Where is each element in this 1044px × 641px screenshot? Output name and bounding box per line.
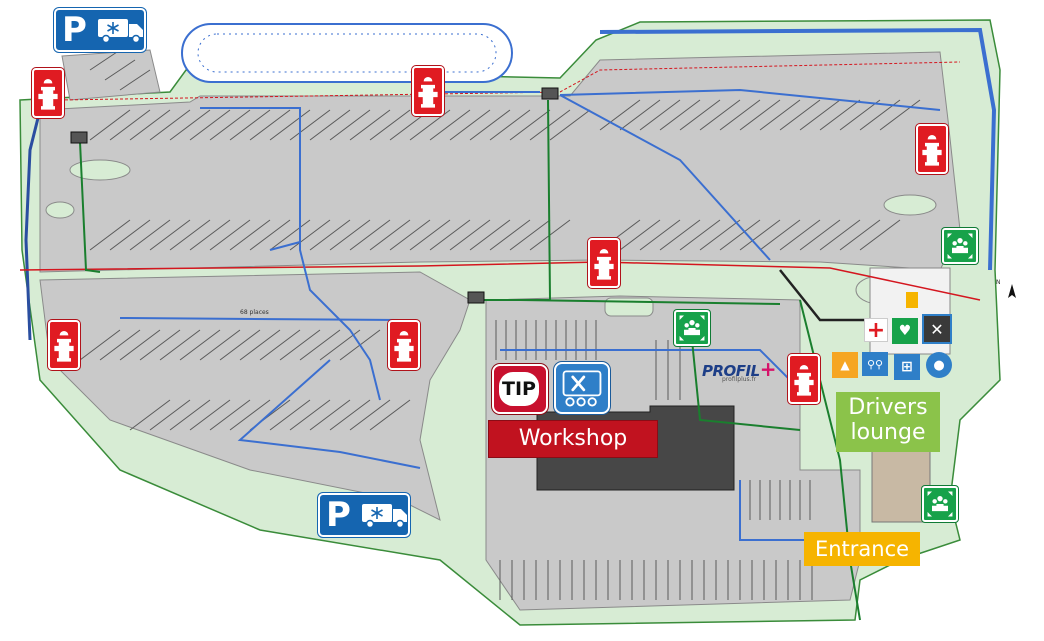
restaurant-icon: ✕ — [922, 314, 952, 344]
assembly-point-icon — [942, 228, 978, 264]
oval-parking-area — [181, 23, 513, 83]
security-lock-icon: ● — [926, 352, 952, 378]
transformer-boxes — [70, 87, 559, 304]
refrigerated-truck-icon — [98, 19, 143, 43]
profil-plus-logo: PROFIL+ profilplus.fr — [702, 357, 776, 387]
defibrillator-icon: ♥ — [892, 318, 918, 344]
entrance-label: Entrance — [804, 532, 920, 566]
fire-hydrant-icon — [412, 66, 444, 116]
fire-hydrant-icon — [32, 68, 64, 118]
shower-icon: ▲ — [832, 352, 858, 378]
workshop-label: Workshop — [488, 420, 658, 458]
top-left-parking-lot — [61, 49, 161, 101]
fire-hydrant-icon — [588, 238, 620, 288]
profil-logo-text: PROFIL — [702, 362, 760, 380]
perimeter-fence — [599, 27, 997, 271]
tip-logo: TIP — [492, 364, 548, 414]
parking-capacity-label: 68 places — [240, 309, 269, 316]
water-network — [119, 88, 941, 541]
parking-letter: P — [326, 495, 351, 535]
first-aid-icon: + — [864, 318, 888, 343]
parking-letter: P — [62, 10, 87, 50]
lower-left-parking-lot — [39, 271, 471, 521]
parking-refrigerated-truck-sign: P — [318, 493, 410, 537]
refrigerated-truck-icon — [362, 504, 407, 528]
svg-text:N: N — [996, 279, 1001, 286]
parking-stall-hatching — [79, 49, 921, 431]
bicycle-icon: ⚲⚲ — [862, 352, 888, 376]
north-arrow-icon: N — [996, 279, 1016, 298]
assembly-point-icon — [922, 486, 958, 522]
tip-logo-text: TIP — [499, 372, 539, 406]
fire-hydrant-icon — [916, 124, 948, 174]
gas-network — [79, 99, 861, 621]
parking-refrigerated-truck-sign: P — [54, 8, 146, 52]
access-road — [779, 269, 870, 322]
fire-hydrant-icon — [48, 320, 80, 370]
drivers-lounge-label: Drivers lounge — [836, 392, 940, 452]
fire-hydrant-icon — [788, 354, 820, 404]
profil-logo-subtext: profilplus.fr — [722, 376, 757, 383]
tyre-service-icon — [554, 362, 610, 414]
fire-hydrant-icon — [388, 320, 420, 370]
plus-icon: + — [759, 357, 777, 381]
assembly-point-icon — [674, 310, 710, 346]
shop-icon: ⊞ — [894, 354, 920, 380]
